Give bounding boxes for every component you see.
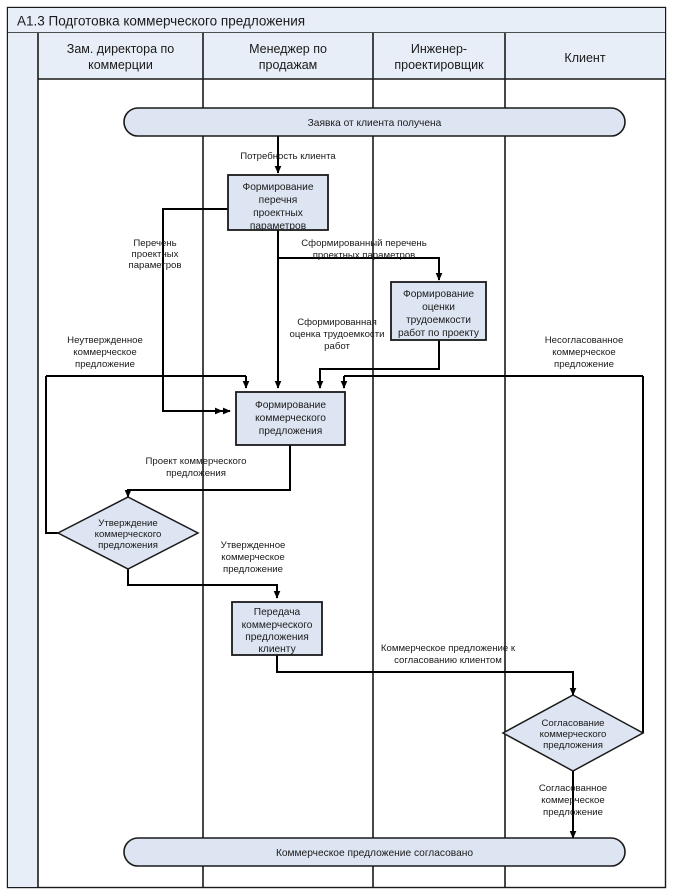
flow-label-f3-line-2: проектных параметров — [313, 250, 416, 261]
process-p3-line-2: коммерческого — [255, 413, 326, 424]
flow-label-f8-line-3: предложение — [223, 564, 283, 575]
flow-label-f6-line-3: предложение — [554, 359, 614, 370]
process-p1-line-3: проектных — [253, 208, 303, 219]
process-p4-line-3: предложения — [245, 632, 309, 643]
terminator-start[interactable]: Заявка от клиента получена — [123, 107, 626, 137]
process-p2-line-1: Формирование — [403, 289, 474, 300]
lane-label-line-1: Зам. директора по — [67, 42, 175, 56]
flow-label-f7: Проект коммерческого предложения — [146, 456, 247, 479]
edge-p4-to-d2 — [276, 655, 577, 696]
flow-label-f7-line-1: Проект коммерческого — [146, 456, 247, 467]
terminator-end[interactable]: Коммерческое предложение согласовано — [123, 837, 626, 867]
flow-label-f1: Потребность клиента — [240, 151, 336, 162]
process-p2-line-2: оценки — [422, 302, 455, 313]
process-p4-line-4: клиенту — [258, 644, 296, 655]
flow-label-f2-line-2: проектных — [132, 249, 179, 260]
edge-p1-to-p2 — [277, 230, 443, 281]
decision-d1-line-2: коммерческого — [95, 529, 162, 540]
lane-label-line-1: Инженер- — [411, 42, 467, 56]
edge-p3-to-d1 — [124, 445, 291, 498]
process-p1-line-4: параметров — [250, 221, 306, 232]
lane-header-client: Клиент — [564, 51, 605, 65]
flow-label-f7-line-2: предложения — [166, 468, 226, 479]
flow-label-f10-line-3: предложение — [543, 807, 603, 818]
decision-d2-line-2: коммерческого — [540, 729, 607, 740]
lane-label-line-2: продажам — [259, 58, 318, 72]
connectors — [45, 136, 644, 839]
process-p4-line-2: коммерческого — [242, 620, 313, 631]
lane-label-line-1: Менеджер по — [249, 42, 327, 56]
process-p3[interactable]: Формирование коммерческого предложения — [235, 391, 346, 446]
decision-d1[interactable]: Утверждение коммерческого предложения — [56, 496, 200, 570]
lane-label-line-2: проектировщик — [394, 58, 484, 72]
flow-label-f5-line-3: предложение — [75, 359, 135, 370]
edge-p2-to-p3 — [316, 340, 440, 389]
edge-p1-to-p3-left — [162, 376, 223, 415]
flow-label-f6-line-1: Несогласованное — [545, 335, 624, 346]
lane-label-line-1: Клиент — [564, 51, 605, 65]
process-p3-line-3: предложения — [259, 426, 323, 437]
flow-label-f10-line-1: Согласованное — [539, 783, 607, 794]
flow-label-f5-line-1: Неутвержденное — [67, 335, 143, 346]
flow-label-f8-line-1: Утвержденное — [221, 540, 286, 551]
lane-header-sales-manager: Менеджер по продажам — [249, 42, 327, 72]
flow-label-f6-line-2: коммерческое — [552, 347, 615, 358]
lane-spacer-band — [8, 33, 38, 887]
flow-label-f10-line-2: коммерческое — [541, 795, 604, 806]
flow-label-f4-line-2: оценка трудоемкости — [290, 329, 385, 340]
decision-d2-line-1: Согласование — [541, 718, 604, 729]
process-p1-line-1: Формирование — [242, 182, 313, 193]
flow-label-f6: Несогласованное коммерческое предложение — [545, 335, 624, 370]
flow-label-f4-line-1: Сформированная — [297, 317, 377, 328]
flow-label-f2: Перечень проектных параметров — [129, 238, 182, 271]
flow-label-f9-line-1: Коммерческое предложение к — [381, 643, 516, 654]
process-p4[interactable]: Передача коммерческого предложения клиен… — [231, 601, 323, 656]
lane-header-band — [8, 33, 665, 79]
flow-label-f8-line-2: коммерческое — [221, 552, 284, 563]
flow-label-f8: Утвержденное коммерческое предложение — [221, 540, 286, 575]
flow-label-f5-line-2: коммерческое — [73, 347, 136, 358]
decision-d2[interactable]: Согласование коммерческого предложения — [501, 694, 645, 772]
decision-d2-shape — [501, 694, 645, 772]
process-p3-line-1: Формирование — [255, 400, 326, 411]
decision-d1-line-3: предложения — [98, 540, 158, 551]
flow-label-f2-line-1: Перечень — [133, 238, 176, 249]
process-p2-line-3: трудоемкости — [406, 315, 471, 326]
terminator-end-label: Коммерческое предложение согласовано — [276, 848, 473, 859]
flow-label-f4-line-3: работ — [324, 341, 350, 352]
flow-label-f3-line-1: Сформированный перечень — [301, 238, 426, 249]
flow-label-f2-line-3: параметров — [129, 260, 182, 271]
decision-d2-line-3: предложения — [543, 740, 603, 751]
flow-label-f5: Неутвержденное коммерческое предложение — [67, 335, 143, 370]
flow-label-f9: Коммерческое предложение к согласованию … — [381, 643, 516, 666]
process-p2-line-4: работ по проекту — [398, 327, 480, 339]
process-p4-shape — [231, 601, 323, 656]
terminator-start-label: Заявка от клиента получена — [308, 118, 442, 129]
diagram-title: A1.3 Подготовка коммерческого предложени… — [17, 14, 305, 29]
flow-label-f1-line-1: Потребность клиента — [240, 151, 336, 162]
process-p2-shape — [390, 281, 487, 341]
process-p2[interactable]: Формирование оценки трудоемкости работ п… — [390, 281, 487, 341]
lane-label-line-2: коммерции — [88, 58, 153, 72]
process-p3-shape — [235, 391, 346, 446]
process-p1-shape — [227, 174, 329, 231]
process-p4-line-1: Передача — [254, 607, 301, 618]
lane-header-deputy-director: Зам. директора по коммерции — [67, 42, 175, 72]
flow-label-f4: Сформированная оценка трудоемкости работ — [290, 317, 385, 352]
decision-d1-shape — [56, 496, 200, 570]
edge-d1-to-p4 — [127, 569, 281, 599]
title-bar-bg — [8, 8, 665, 33]
process-p1[interactable]: Формирование перечня проектных параметро… — [227, 174, 329, 232]
edge-d1-reject-loop — [45, 376, 58, 534]
flow-label-f9-line-2: согласованию клиентом — [394, 655, 502, 666]
decision-d1-line-1: Утверждение — [98, 518, 158, 529]
process-p1-line-2: перечня — [259, 195, 298, 206]
terminator-end-shape — [123, 837, 626, 867]
edge-p1-left-down — [162, 208, 228, 376]
terminator-start-shape — [123, 107, 626, 137]
flow-label-f3: Сформированный перечень проектных параме… — [301, 238, 426, 261]
flow-label-f10: Согласованное коммерческое предложение — [539, 783, 607, 818]
lane-header-design-engineer: Инженер- проектировщик — [394, 42, 484, 72]
